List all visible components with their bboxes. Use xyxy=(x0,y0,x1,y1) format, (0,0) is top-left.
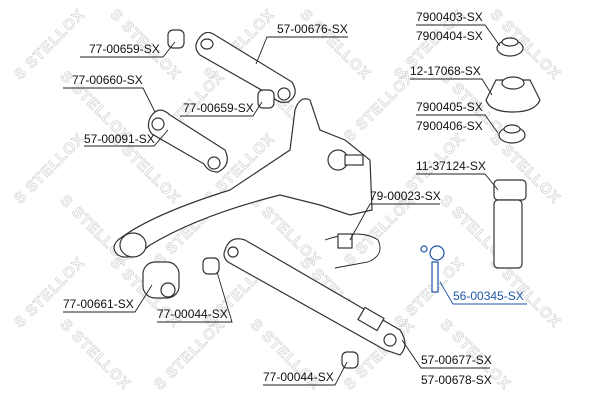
control-arm-57-00091 xyxy=(147,109,228,173)
part-label[interactable]: 7900406-SX xyxy=(416,119,483,133)
trailing-arm xyxy=(113,98,373,258)
hub-spindle xyxy=(344,154,364,166)
part-labels: 77-00659-SX 57-00676-SX 77-00660-SX 77-0… xyxy=(63,10,524,387)
ball-joint xyxy=(420,245,428,253)
part-label[interactable]: 77-00661-SX xyxy=(63,297,134,311)
part-label[interactable]: 77-00044-SX xyxy=(263,370,334,384)
part-label[interactable]: 7900403-SX xyxy=(416,10,483,24)
part-label[interactable]: 77-00660-SX xyxy=(72,73,143,87)
spring-seat-inner xyxy=(503,124,521,134)
bushing-eye xyxy=(207,156,221,170)
part-label[interactable]: 11-37124-SX xyxy=(416,159,486,173)
part-label[interactable]: 57-00678-SX xyxy=(421,373,492,387)
bushing-eye xyxy=(119,232,147,258)
strut-mount-12-17068 xyxy=(485,79,541,113)
bushing-77-00659 xyxy=(257,89,275,109)
part-label[interactable]: 7900405-SX xyxy=(416,100,483,114)
bushing-eye xyxy=(383,333,397,347)
part-label[interactable]: 77-00659-SX xyxy=(89,42,160,56)
stabilizer-bushing xyxy=(337,233,353,249)
part-label[interactable]: 57-00676-SX xyxy=(277,22,348,36)
watermark-logo: S STELLOX xyxy=(341,68,418,145)
bushing-bore xyxy=(160,282,176,298)
watermark-logo: S STELLOX xyxy=(11,6,88,83)
watermark-logo: S STELLOX xyxy=(11,130,88,207)
bushing-77-00044 xyxy=(341,351,359,369)
part-label[interactable]: 79-00023-SX xyxy=(370,189,441,203)
arm-pocket xyxy=(357,306,385,332)
dust-boot xyxy=(493,199,523,269)
leader-lines xyxy=(63,24,527,386)
part-label[interactable]: 7900404-SX xyxy=(416,29,483,43)
link-rod xyxy=(431,261,439,293)
bushing-eye xyxy=(227,246,239,258)
bushing-77-00660 xyxy=(151,117,165,131)
part-label[interactable]: 77-00659-SX xyxy=(183,101,254,115)
bushing-eye xyxy=(200,38,214,50)
part-label[interactable]: 12-17068-SX xyxy=(410,64,481,78)
watermark-logo: S STELLOX xyxy=(11,254,88,331)
part-label[interactable]: 77-00044-SX xyxy=(157,307,228,321)
watermark-logo: S STELLOX xyxy=(57,316,134,393)
stabilizer-link-56-00345 xyxy=(429,245,445,261)
bump-stop-11-37124 xyxy=(493,179,527,201)
bushing-77-00044 xyxy=(202,257,220,275)
suspension-parts xyxy=(113,29,541,369)
lower-arm-57-00677 xyxy=(223,238,406,356)
spring-seat-inner xyxy=(501,37,519,47)
part-label[interactable]: 57-00091-SX xyxy=(84,132,155,146)
upper-arm-57-00676 xyxy=(195,31,296,103)
watermark-logo: S STELLOX xyxy=(151,316,228,393)
strut-mount-top xyxy=(501,76,525,90)
bushing-eye xyxy=(277,87,291,101)
part-label-highlighted[interactable]: 56-00345-SX xyxy=(453,289,524,303)
part-label[interactable]: 57-00677-SX xyxy=(421,353,492,367)
watermark-logo: S STELLOX xyxy=(297,6,374,83)
bushing-77-00659 xyxy=(167,29,185,49)
